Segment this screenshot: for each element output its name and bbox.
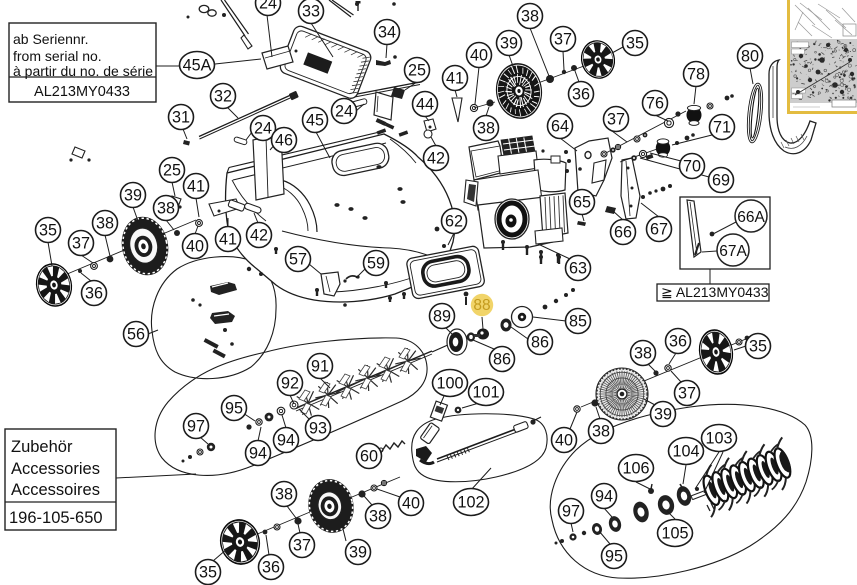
svg-text:35: 35 [39, 222, 57, 240]
svg-text:95: 95 [605, 548, 623, 566]
svg-text:40: 40 [470, 47, 488, 65]
svg-text:ab Seriennr.: ab Seriennr. [13, 31, 89, 47]
svg-text:89: 89 [433, 308, 451, 326]
svg-text:37: 37 [554, 31, 572, 49]
svg-text:46: 46 [275, 132, 293, 150]
svg-text:86: 86 [493, 351, 511, 369]
svg-text:97: 97 [187, 418, 205, 436]
svg-text:59: 59 [367, 255, 385, 273]
svg-text:39: 39 [654, 406, 672, 424]
svg-text:40: 40 [555, 432, 573, 450]
svg-text:38: 38 [369, 508, 387, 526]
svg-text:66: 66 [614, 224, 632, 242]
svg-text:38: 38 [634, 345, 652, 363]
svg-text:25: 25 [163, 162, 181, 180]
svg-text:Accessories: Accessories [11, 460, 100, 478]
svg-text:37: 37 [72, 235, 90, 253]
svg-text:38: 38 [477, 120, 495, 138]
svg-text:24: 24 [254, 120, 272, 138]
svg-text:25: 25 [408, 62, 426, 80]
svg-text:86: 86 [531, 334, 549, 352]
svg-text:24: 24 [259, 0, 277, 13]
svg-text:80: 80 [741, 48, 759, 66]
svg-text:93: 93 [309, 420, 327, 438]
svg-text:71: 71 [713, 119, 731, 137]
svg-text:102: 102 [457, 494, 484, 512]
svg-text:33: 33 [302, 3, 320, 21]
svg-text:41: 41 [187, 178, 205, 196]
svg-text:38: 38 [592, 423, 610, 441]
svg-text:from serial no.: from serial no. [13, 48, 102, 64]
svg-text:62: 62 [445, 213, 463, 231]
svg-text:38: 38 [96, 215, 114, 233]
svg-text:97: 97 [562, 503, 580, 521]
svg-text:37: 37 [678, 385, 696, 403]
svg-text:100: 100 [436, 375, 463, 393]
svg-text:69: 69 [712, 172, 730, 190]
svg-text:60: 60 [360, 448, 378, 466]
svg-text:101: 101 [472, 384, 499, 402]
svg-text:94: 94 [277, 432, 295, 450]
svg-text:45: 45 [306, 112, 324, 130]
svg-text:42: 42 [250, 227, 268, 245]
svg-text:40: 40 [186, 238, 204, 256]
svg-text:67: 67 [650, 221, 668, 239]
svg-text:106: 106 [622, 460, 649, 478]
svg-text:56: 56 [127, 326, 145, 344]
svg-text:Zubehör: Zubehör [11, 438, 73, 456]
svg-text:36: 36 [85, 285, 103, 303]
svg-text:35: 35 [626, 35, 644, 53]
svg-text:à partir du no. de série: à partir du no. de série [13, 63, 153, 79]
svg-text:57: 57 [289, 251, 307, 269]
svg-text:42: 42 [427, 150, 445, 168]
svg-text:95: 95 [225, 400, 243, 418]
svg-text:104: 104 [672, 443, 699, 461]
svg-text:≧ AL213MY0433: ≧ AL213MY0433 [661, 284, 769, 300]
svg-text:39: 39 [349, 544, 367, 562]
svg-text:44: 44 [416, 96, 434, 114]
svg-text:76: 76 [646, 95, 664, 113]
svg-text:196-105-650: 196-105-650 [9, 509, 103, 527]
svg-text:67A: 67A [719, 243, 747, 260]
svg-text:39: 39 [500, 35, 518, 53]
svg-text:35: 35 [199, 564, 217, 582]
svg-text:66A: 66A [737, 209, 765, 226]
svg-text:41: 41 [219, 231, 237, 249]
svg-text:AL213MY0433: AL213MY0433 [34, 84, 130, 100]
svg-text:94: 94 [595, 488, 613, 506]
svg-text:41: 41 [446, 70, 464, 88]
svg-text:37: 37 [607, 111, 625, 129]
svg-text:38: 38 [275, 486, 293, 504]
svg-text:91: 91 [311, 358, 329, 376]
svg-text:63: 63 [569, 260, 587, 278]
svg-text:88: 88 [473, 297, 490, 314]
svg-text:65: 65 [573, 194, 591, 212]
svg-text:36: 36 [262, 559, 280, 577]
svg-text:37: 37 [293, 537, 311, 555]
svg-text:31: 31 [172, 109, 190, 127]
svg-text:35: 35 [749, 338, 767, 356]
svg-text:103: 103 [705, 430, 732, 448]
svg-text:85: 85 [569, 313, 587, 331]
svg-text:38: 38 [521, 8, 539, 26]
svg-text:36: 36 [669, 333, 687, 351]
svg-text:38: 38 [157, 200, 175, 218]
svg-text:24: 24 [335, 103, 353, 121]
svg-text:70: 70 [683, 158, 701, 176]
svg-text:39: 39 [124, 187, 142, 205]
svg-text:Accessoires: Accessoires [11, 481, 100, 499]
svg-text:34: 34 [378, 24, 396, 42]
svg-text:92: 92 [281, 375, 299, 393]
svg-text:36: 36 [572, 86, 590, 104]
svg-text:64: 64 [551, 118, 569, 136]
svg-text:94: 94 [249, 445, 267, 463]
svg-text:40: 40 [402, 495, 420, 513]
svg-text:78: 78 [687, 66, 705, 84]
svg-text:32: 32 [214, 88, 232, 106]
svg-text:105: 105 [661, 525, 688, 543]
svg-text:45A: 45A [183, 57, 212, 75]
